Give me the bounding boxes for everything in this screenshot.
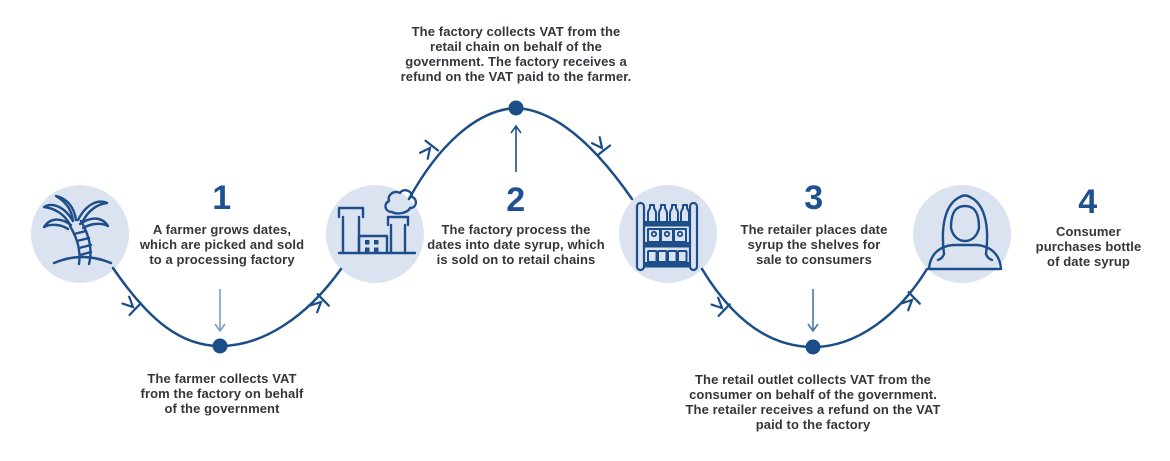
arrow-tick-marker <box>309 293 330 314</box>
arrow-tick-marker <box>591 136 612 157</box>
shelf-boards <box>644 221 690 268</box>
retail-shelf-icon <box>635 201 699 272</box>
top-dot <box>508 100 524 116</box>
step-3-number: 3 <box>804 179 824 217</box>
arrow-tick-marker <box>710 296 731 317</box>
arrow-tick-marker <box>419 139 440 160</box>
step-1-description: A farmer grows dates,which are picked an… <box>139 222 305 267</box>
arrow-tick-marker <box>900 291 921 312</box>
factory-windows <box>365 240 379 252</box>
palm-tree-icon <box>42 194 113 266</box>
factory-icon <box>337 189 418 255</box>
arc-retailer-to-consumer <box>700 267 929 349</box>
down-pointer-arrow-right <box>807 289 819 333</box>
consumer-node-circle <box>913 185 1011 283</box>
bottom-left-dot <box>212 338 228 354</box>
arc-markers <box>121 136 921 317</box>
step-4-number: 4 <box>1078 183 1098 221</box>
down-pointer-arrow-left <box>214 289 226 333</box>
step-2-number: 2 <box>506 181 526 219</box>
arc-farmer-to-factory <box>111 266 343 348</box>
factory-node-circle <box>326 185 424 283</box>
arc-dots <box>212 100 821 355</box>
consumer-icon <box>927 194 1003 271</box>
step-1-number: 1 <box>212 179 232 217</box>
bottom-right-dot <box>805 339 821 355</box>
up-pointer-arrow <box>510 124 522 172</box>
arrow-tick-marker <box>121 295 142 316</box>
